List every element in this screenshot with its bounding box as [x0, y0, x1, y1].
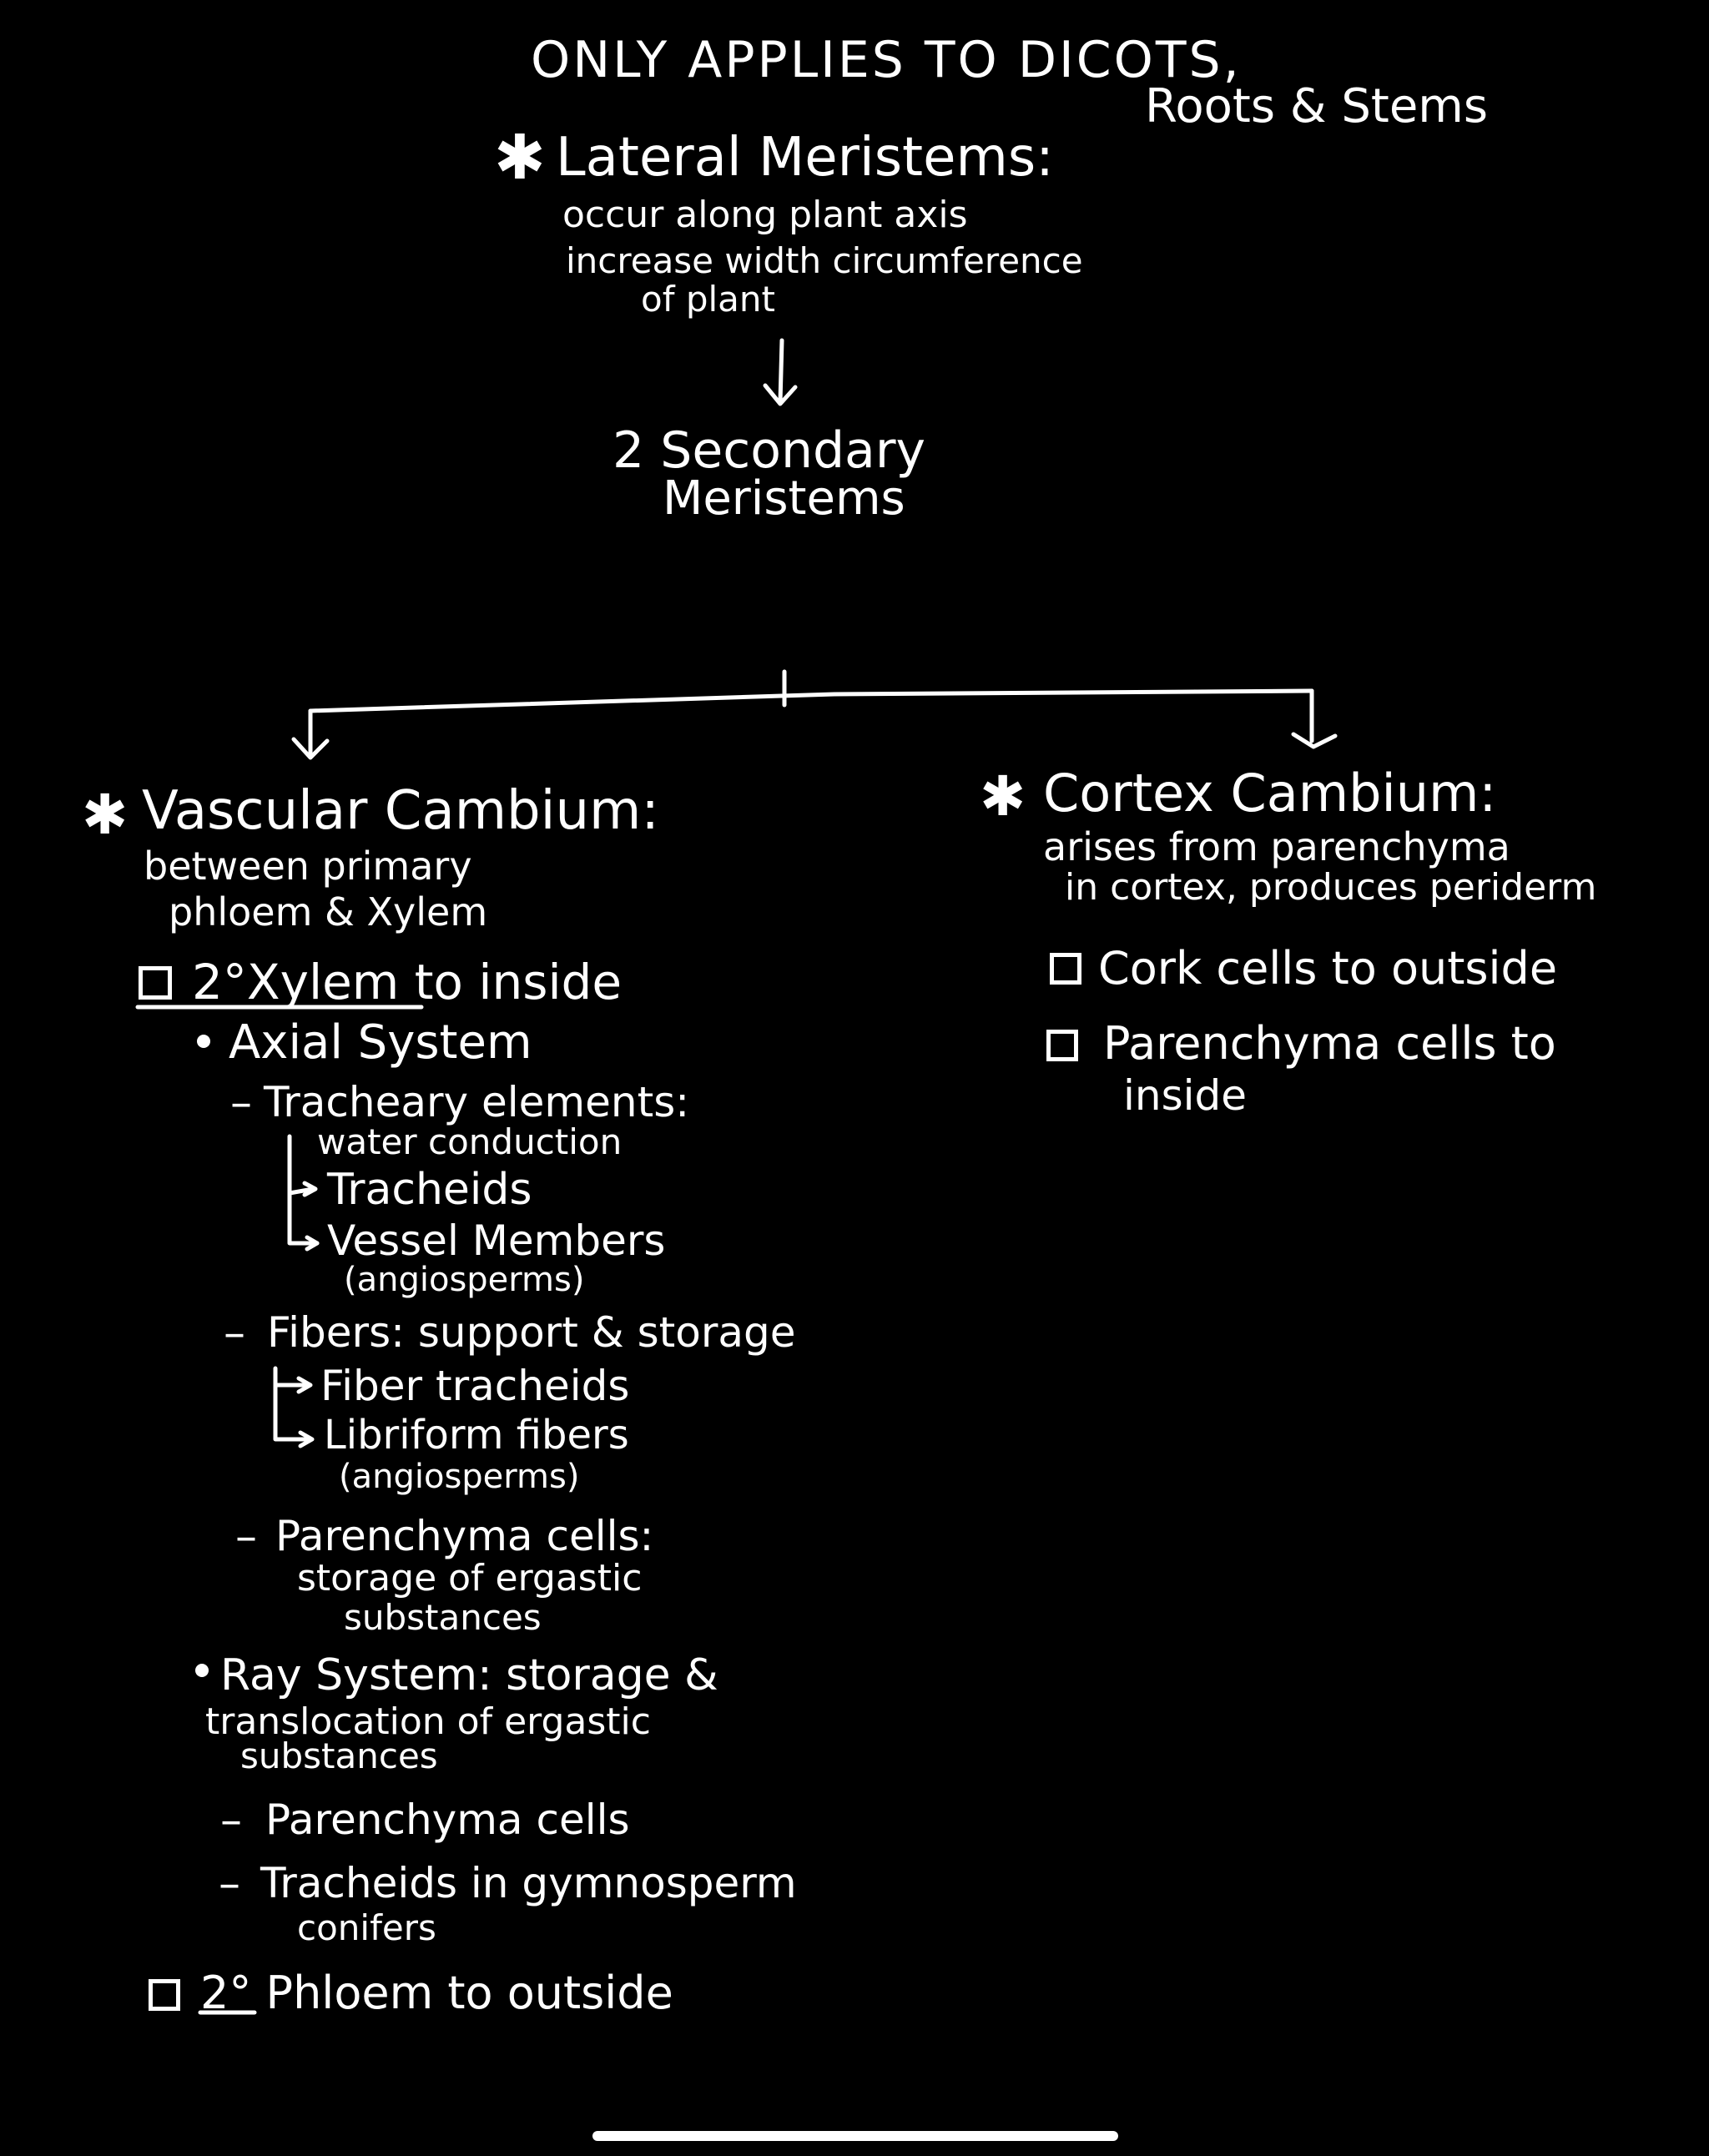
down-arrow-lateral — [763, 338, 798, 406]
bullet-ray — [195, 1664, 209, 1677]
secondary-phloem: 2° Phloem to outside — [200, 1967, 673, 2019]
secondary-meristems-line2: Meristems — [663, 471, 905, 526]
down-arrow-cortex — [1291, 688, 1338, 749]
libriform-fibers: Libriform fibers — [324, 1412, 629, 1458]
dash-icon: – — [220, 1796, 242, 1846]
scope-heading: ONLY APPLIES TO DICOTS, — [531, 31, 1242, 89]
tracheary-bracket — [287, 1134, 320, 1246]
cork-cells: Cork cells to outside — [1098, 942, 1558, 995]
fibers: Fibers: support & storage — [267, 1308, 796, 1357]
parenchyma-desc-1: storage of ergastic — [297, 1557, 643, 1599]
secondary-meristems-line1: 2 Secondary — [613, 421, 925, 480]
cortex-parenchyma-2: inside — [1123, 1071, 1248, 1120]
branch-bar — [308, 688, 1314, 713]
ray-tracheids-2: conifers — [297, 1907, 436, 1948]
parenchyma-cells: Parenchyma cells: — [275, 1512, 654, 1560]
dash-icon: – — [219, 1859, 240, 1909]
dash-icon: – — [224, 1308, 245, 1358]
cortex-desc-2: in cortex, produces periderm — [1065, 866, 1597, 909]
vascular-desc-1: between primary — [144, 844, 472, 889]
ray-parenchyma: Parenchyma cells — [265, 1796, 630, 1844]
ray-system-1: Ray System: storage & — [220, 1650, 718, 1700]
lateral-desc-1: occur along plant axis — [562, 194, 968, 236]
lateral-desc-2: increase width circumference — [566, 240, 1083, 281]
tracheary-elements: Tracheary elements: — [264, 1078, 690, 1126]
checkbox-parenchyma — [1046, 1030, 1078, 1061]
fibers-bracket — [273, 1366, 313, 1442]
lateral-meristems-title: Lateral Meristems: — [556, 127, 1054, 189]
checkbox-phloem — [149, 1979, 180, 2011]
dash-icon: – — [230, 1078, 252, 1128]
home-indicator[interactable] — [592, 2131, 1118, 2141]
tracheids: Tracheids — [327, 1165, 532, 1215]
vessel-members: Vessel Members — [327, 1217, 666, 1265]
down-arrow-vascular — [291, 708, 330, 760]
vessel-arrow — [305, 1235, 320, 1252]
axial-system: Axial System — [229, 1015, 532, 1070]
vessel-note: (angiosperms) — [344, 1261, 585, 1299]
asterisk-icon: ✱ — [82, 783, 129, 847]
tracheids-arrow — [287, 1181, 318, 1197]
libriform-arrow — [298, 1430, 315, 1448]
cortex-parenchyma-1: Parenchyma cells to — [1103, 1017, 1556, 1070]
checkbox-cork — [1050, 953, 1081, 985]
cortex-desc-1: arises from parenchyma — [1043, 824, 1510, 869]
secondary-xylem: 2°Xylem to inside — [192, 954, 623, 1010]
vascular-cambium-title: Vascular Cambium: — [142, 780, 659, 842]
asterisk-icon: ✱ — [980, 764, 1026, 829]
parenchyma-desc-2: substances — [344, 1597, 542, 1638]
fiber-tracheids: Fiber tracheids — [320, 1362, 630, 1410]
checkbox-xylem — [139, 966, 172, 1000]
vascular-desc-2: phloem & Xylem — [169, 889, 488, 934]
cortex-cambium-title: Cortex Cambium: — [1043, 763, 1497, 824]
bullet-axial — [197, 1035, 210, 1048]
scope-detail: Roots & Stems — [1145, 79, 1489, 133]
water-conduction: water conduction — [317, 1121, 623, 1162]
asterisk-icon: ✱ — [494, 122, 547, 194]
lateral-desc-3: of plant — [641, 279, 775, 320]
ray-system-3: substances — [240, 1735, 438, 1776]
ray-tracheids-1: Tracheids in gymnosperm — [260, 1859, 797, 1907]
libriform-note: (angiosperms) — [339, 1458, 580, 1496]
ray-system-2: translocation of ergastic — [205, 1700, 651, 1743]
dash-icon: – — [235, 1512, 257, 1562]
fiber-tracheids-arrow — [273, 1376, 313, 1394]
